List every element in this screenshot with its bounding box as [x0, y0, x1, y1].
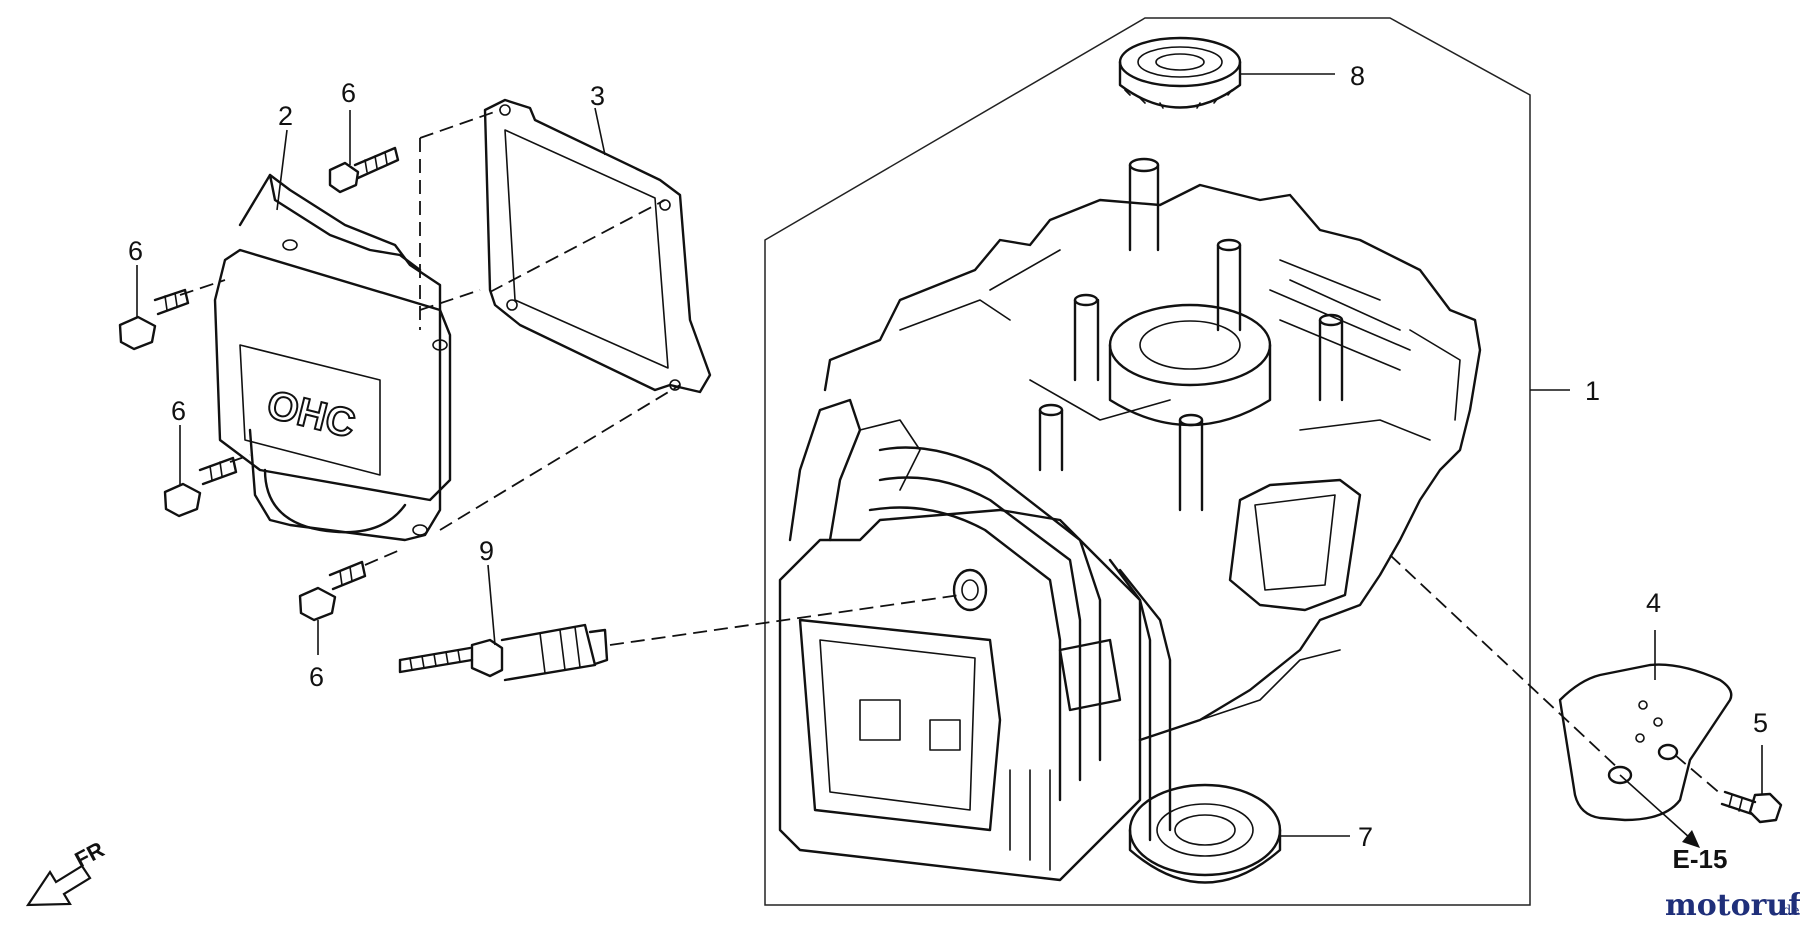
leader-lines [136, 73, 1763, 837]
spark-plug-part-9 [398, 623, 609, 682]
callout-5: 5 [1753, 708, 1768, 738]
callout-8: 8 [1350, 61, 1365, 91]
callout-3: 3 [590, 81, 605, 111]
bolt-part-6-c [163, 456, 238, 518]
watermark-text: motoruf [1665, 888, 1800, 923]
callout-6-bottom: 6 [309, 662, 324, 692]
ohc-emboss: OHC [263, 382, 360, 446]
callout-1: 1 [1585, 376, 1600, 406]
callout-9: 9 [479, 536, 494, 566]
front-direction-marker: FR [25, 837, 109, 907]
bolt-part-6-b [118, 288, 190, 351]
head-cover-part-2: OHC [213, 173, 452, 542]
oil-seal-part-8 [1118, 36, 1242, 109]
front-arrow-icon [25, 864, 92, 907]
watermark: motoruf .de [1665, 888, 1800, 923]
callout-4: 4 [1646, 588, 1661, 618]
reference-e15: E-15 [1673, 844, 1728, 874]
gasket-part-3 [483, 98, 712, 394]
callout-6-top: 6 [341, 78, 356, 108]
callout-6-middle: 6 [171, 396, 186, 426]
arrow-e15 [1682, 830, 1700, 848]
short-block-part-1 [778, 157, 1482, 882]
plate-part-4 [1558, 663, 1733, 822]
callout-7: 7 [1358, 822, 1373, 852]
bearing-part-7 [1128, 783, 1282, 884]
front-label: FR [71, 837, 109, 873]
bolt-part-6-d [298, 560, 367, 622]
watermark-suffix: .de [1778, 903, 1800, 919]
bolt-part-5 [1720, 790, 1783, 824]
assembly-frame [764, 17, 1531, 906]
assembly-lines [179, 109, 1723, 848]
bolt-part-6-a [328, 146, 400, 194]
callout-2: 2 [278, 101, 293, 131]
callout-6-left: 6 [128, 236, 143, 266]
